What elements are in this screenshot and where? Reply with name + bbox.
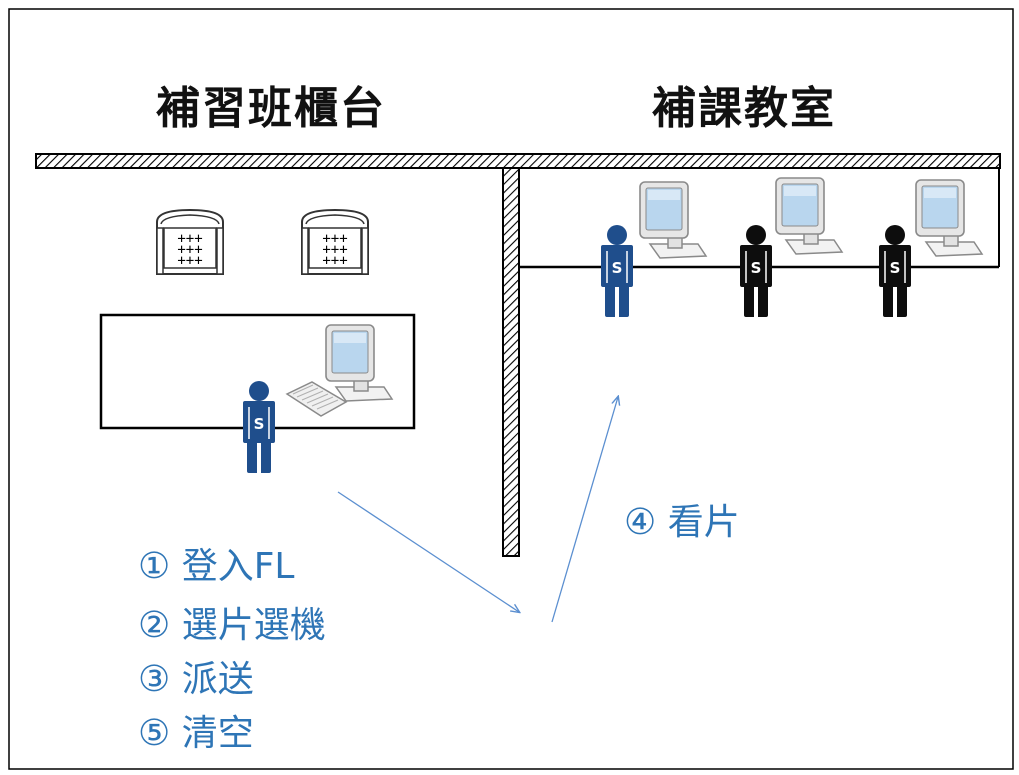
staff-person-icon: S [242,380,276,474]
step-2-label: ② 選片選機 [138,605,326,646]
person-badge-label: S [254,415,265,433]
classroom-monitor-icon [639,181,707,259]
flow-arrow-to-classroom [337,491,519,612]
person-badge-label: S [890,259,901,277]
person-badge-label: S [751,259,762,277]
chair-icon [156,209,224,275]
student-person-icon: S [739,224,773,318]
step-3-label: ③ 派送 [138,659,254,700]
top-wall [35,153,1001,169]
student-person-icon: S [878,224,912,318]
classroom-monitor-icon [915,179,983,257]
chair-icon [301,209,369,275]
keyboard-icon [285,381,348,417]
classroom-monitor-icon [775,177,843,255]
person-badge-label: S [612,259,623,277]
flow-arrow-up [551,397,618,623]
classroom-title: 補課教室 [652,83,836,134]
step-5-label: ⑤ 清空 [138,713,254,754]
diagram-border [8,8,1014,770]
step-1-label: ① 登入FL [138,546,295,587]
divider-wall [502,167,520,557]
step-4-label: ④ 看片 [624,502,740,543]
counter-title: 補習班櫃台 [156,83,386,134]
staff-person-icon: S [600,224,634,318]
